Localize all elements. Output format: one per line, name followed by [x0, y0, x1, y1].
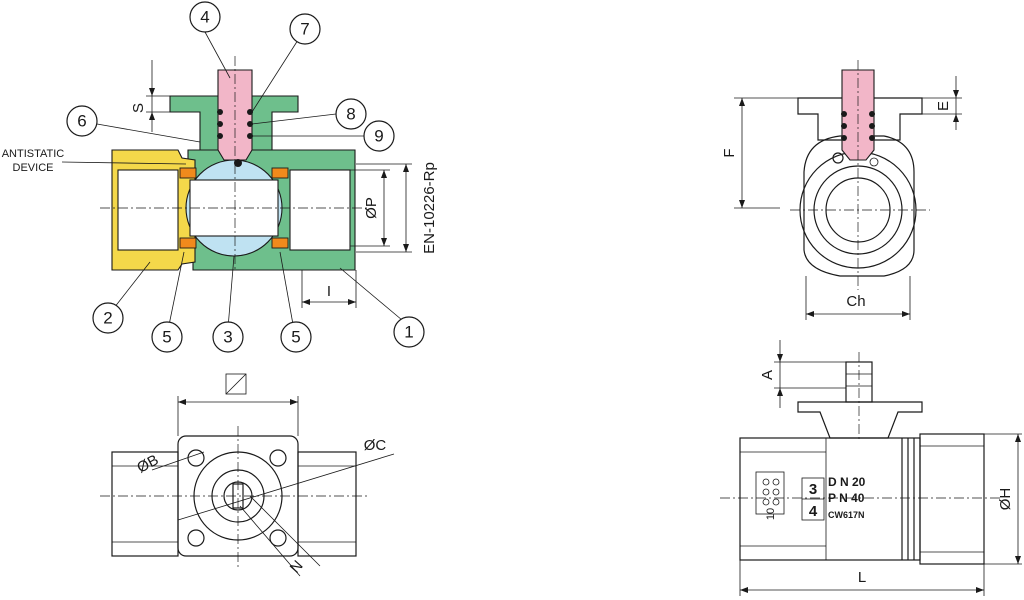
marking-dn: D N 20 — [828, 475, 866, 489]
marking-10: 10 — [765, 508, 777, 520]
svg-text:5: 5 — [291, 328, 300, 347]
svg-text:6: 6 — [77, 112, 86, 131]
dim-a-label: A — [759, 370, 776, 380]
end-view-orings — [841, 111, 875, 141]
svg-text:9: 9 — [374, 127, 383, 146]
body-markings: 10 3 4 D N 20 P N 40 CW617N — [755, 471, 866, 521]
bolt-hole — [187, 529, 205, 547]
antistatic-label: ANTISTATIC — [2, 148, 65, 160]
marking-material: CW617N — [828, 510, 865, 520]
bolt-hole — [269, 529, 287, 547]
dim-f-label: F — [721, 148, 738, 157]
marking-pn: P N 40 — [828, 491, 865, 505]
seat-right-top — [271, 167, 289, 179]
callout-7: 7 — [289, 13, 321, 45]
svg-text:1: 1 — [404, 323, 413, 342]
dim-b-label: ØB — [134, 451, 161, 476]
section-view: S ØP EN-10226-Rp I ANTISTATIC DEVICE — [2, 1, 438, 353]
dim-l-label: L — [858, 569, 866, 586]
svg-text:8: 8 — [346, 105, 355, 124]
right-bore — [289, 169, 351, 251]
seat-left-top — [179, 167, 197, 179]
top-view: ØB ØC N — [100, 373, 395, 577]
callout-8: 8 — [335, 98, 367, 130]
dim-c-label: ØC — [364, 437, 387, 454]
dim-ch-label: Ch — [846, 293, 865, 310]
left-bore — [117, 169, 179, 251]
dim-i-label: I — [327, 283, 331, 300]
callout-9: 9 — [363, 120, 395, 152]
dim-n-label: N — [287, 557, 307, 576]
dim-p-label: ØP — [363, 197, 380, 219]
svg-text:5: 5 — [162, 328, 171, 347]
callout-5-right: 5 — [280, 321, 312, 353]
svg-text:3: 3 — [223, 328, 232, 347]
dim-s-label: S — [130, 103, 147, 113]
marking-3: 3 — [809, 481, 817, 498]
hex-outline — [803, 135, 915, 277]
side-view: 10 3 4 D N 20 P N 40 CW617N A ØH L — [720, 340, 1022, 596]
stem-orings — [217, 109, 253, 167]
callout-4: 4 — [189, 1, 221, 33]
bolt-hole — [187, 449, 205, 467]
dim-h-label: ØH — [997, 488, 1014, 511]
callout-2: 2 — [92, 302, 124, 334]
bolt-hole — [269, 449, 287, 467]
end-view: F E Ch — [721, 60, 962, 320]
callout-3: 3 — [212, 321, 244, 353]
svg-text:2: 2 — [103, 309, 112, 328]
dim-e-label: E — [935, 101, 952, 111]
antistatic-label-2: DEVICE — [13, 162, 54, 174]
callout-1: 1 — [393, 316, 425, 348]
seat-left-bottom — [179, 237, 197, 249]
standard-label: EN-10226-Rp — [421, 162, 438, 254]
svg-text:7: 7 — [300, 20, 309, 39]
callout-6: 6 — [66, 105, 98, 137]
seat-right-bottom — [271, 237, 289, 249]
svg-text:4: 4 — [200, 8, 209, 27]
callout-5-left: 5 — [151, 321, 183, 353]
marking-4: 4 — [809, 503, 818, 520]
